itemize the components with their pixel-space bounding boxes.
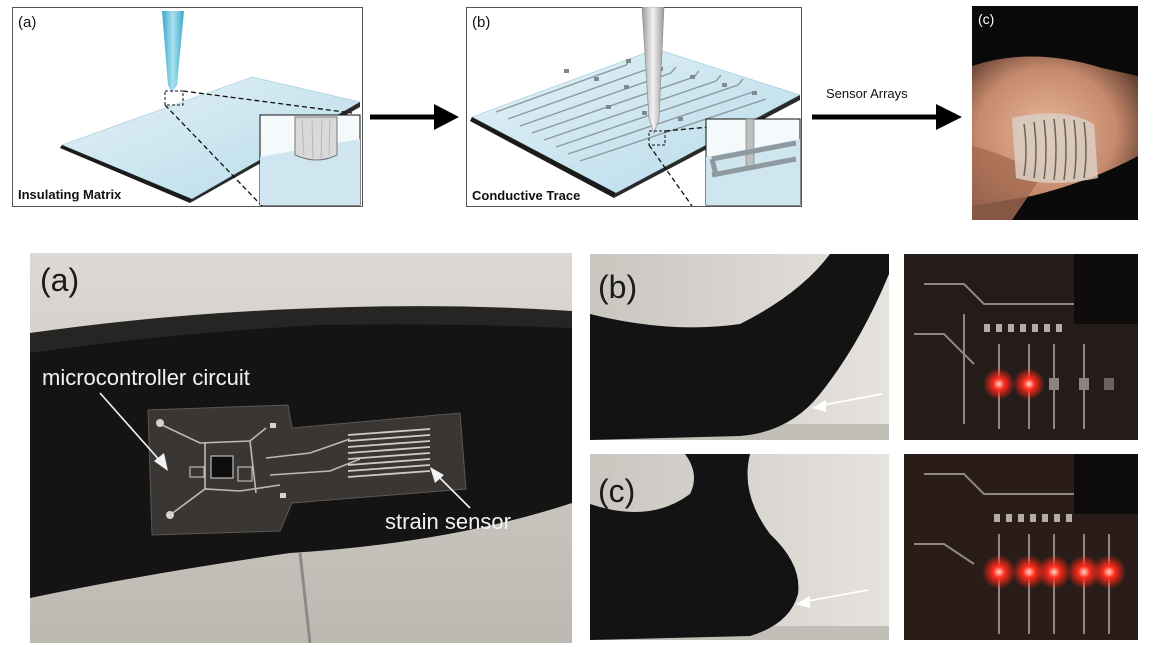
print-nozzle — [641, 7, 665, 134]
bent-arm-sleeve — [590, 454, 799, 640]
strain-sensor-serpentine — [347, 428, 431, 478]
photo-wearable-arm-sleeve: (a) microcontroller circuit strain senso… — [30, 253, 572, 643]
arrow-label-sensor-arrays: Sensor Arrays — [826, 86, 908, 101]
sensor-patch-on-hand — [1012, 113, 1098, 183]
nozzle-inset-magnified — [259, 114, 361, 206]
led-1-lit — [983, 368, 1015, 400]
schematic-panel-insulating-matrix: (a) Insulating Matrix — [12, 7, 363, 207]
led-row — [983, 368, 1114, 400]
schematic-panel-conductive-trace: (b) Conductive Trace — [466, 7, 802, 207]
flexible-circuit-patch — [147, 404, 467, 536]
microcontroller-traces — [161, 424, 361, 516]
led-3-lit — [1037, 555, 1071, 589]
led-row — [982, 555, 1126, 589]
photo-sensor-array-on-hand: (c) — [972, 6, 1138, 220]
led-4-off — [1079, 378, 1089, 390]
trace-inset-magnified — [705, 118, 801, 206]
photo-led-board-five-lit — [904, 454, 1138, 640]
led-2-lit — [1012, 555, 1046, 589]
led-3-off — [1049, 378, 1059, 390]
caption-conductive-trace: Conductive Trace — [472, 188, 580, 203]
bent-arm-sleeve — [590, 254, 889, 440]
led-4-lit — [1067, 555, 1101, 589]
photo-elbow-fully-bent: (c) — [590, 454, 889, 640]
panel-letter-bottom-b: (b) — [598, 269, 637, 305]
led-5-lit — [1092, 555, 1126, 589]
panel-letter-a: (a) — [18, 14, 36, 31]
led-2-lit — [1013, 368, 1045, 400]
process-arrow-b-to-c: Sensor Arrays — [812, 84, 964, 134]
photo-led-board-two-lit — [904, 254, 1138, 440]
callout-arrow-microcontroller — [99, 392, 163, 464]
process-arrow-a-to-b — [370, 100, 460, 134]
label-microcontroller-circuit: microcontroller circuit — [42, 365, 250, 390]
panel-letter-c: (c) — [978, 11, 994, 27]
led-1-lit — [982, 555, 1016, 589]
print-nozzle — [162, 11, 184, 93]
caption-insulating-matrix: Insulating Matrix — [18, 187, 122, 202]
led-5-off — [1104, 378, 1114, 390]
label-strain-sensor: strain sensor — [385, 509, 511, 534]
panel-letter-bottom-c: (c) — [598, 473, 635, 509]
callout-arrow-strain — [434, 472, 471, 509]
panel-letter-b: (b) — [472, 14, 490, 31]
photo-elbow-partly-bent: (b) — [590, 254, 889, 440]
panel-letter-bottom-a: (a) — [40, 262, 79, 298]
